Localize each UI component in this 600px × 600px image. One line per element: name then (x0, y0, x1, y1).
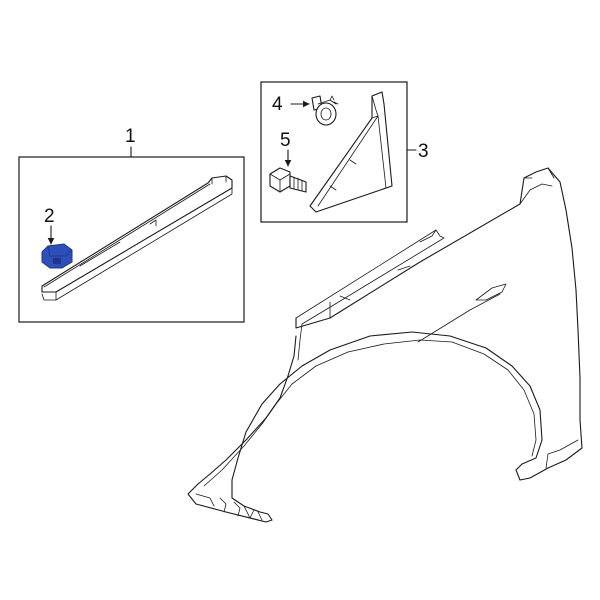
group-box-3 (260, 81, 417, 223)
group-box-1 (18, 146, 245, 323)
callout-3: 3 (418, 141, 429, 162)
callout-2: 2 (44, 206, 55, 227)
garnish-panel (309, 91, 393, 213)
clip-part-highlighted[interactable] (41, 243, 73, 269)
bolt-part[interactable] (269, 167, 307, 193)
fender-panel (187, 167, 583, 523)
callout-5: 5 (280, 130, 291, 151)
push-pin-part[interactable] (311, 95, 339, 126)
moulding-strip (41, 175, 233, 301)
callout-1: 1 (125, 126, 136, 147)
callout-4: 4 (272, 94, 283, 115)
